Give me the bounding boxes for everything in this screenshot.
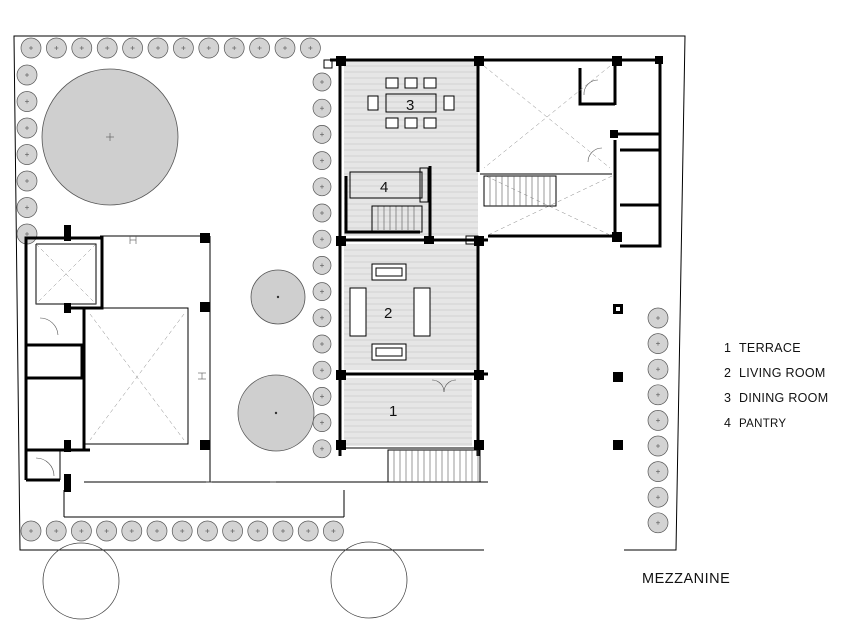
canopy-trees	[41, 68, 408, 620]
tree	[71, 520, 92, 542]
tree	[198, 37, 220, 59]
room-legend: 1 TERRACE 2 LIVING ROOM 3 DINING ROOM 4 …	[724, 341, 828, 430]
tree	[20, 37, 42, 59]
tree	[647, 358, 669, 380]
legend-num-2: 2	[724, 366, 731, 380]
room-tag-dining: 3	[406, 97, 414, 114]
tree	[16, 170, 38, 192]
tree	[272, 520, 294, 542]
tree	[312, 439, 332, 459]
tree	[312, 151, 332, 170]
tree	[16, 197, 38, 218]
legend-num-4: 4	[724, 416, 731, 430]
legend-name-living-room: LIVING ROOM	[739, 366, 826, 380]
legend-name-terrace: TERRACE	[739, 341, 801, 355]
tree	[147, 37, 169, 59]
tree	[297, 520, 319, 542]
drawing-title: MEZZANINE	[642, 571, 730, 587]
stairs	[371, 176, 551, 233]
tree	[197, 520, 218, 542]
tree	[647, 435, 669, 457]
tree	[96, 520, 117, 542]
tree	[274, 37, 296, 59]
tree	[16, 91, 38, 112]
tree	[96, 37, 118, 59]
tree	[323, 520, 344, 542]
legend-name-dining-room: DINING ROOM	[739, 391, 828, 405]
legend-name-pantry: PANTRY	[739, 418, 786, 430]
tree	[312, 282, 332, 301]
tree	[247, 520, 269, 542]
legend-num-1: 1	[724, 341, 731, 355]
tree	[146, 520, 168, 542]
tree	[300, 37, 321, 59]
tree	[312, 308, 332, 328]
tree	[312, 229, 332, 249]
tree	[312, 72, 332, 92]
tree	[16, 144, 38, 165]
tree	[312, 360, 332, 380]
tree	[647, 384, 669, 406]
tree	[647, 512, 669, 534]
living-furniture	[349, 263, 431, 361]
tree	[312, 98, 332, 118]
tree	[647, 461, 669, 482]
tree-rows	[16, 37, 669, 542]
floor-planks	[344, 65, 478, 445]
tree	[122, 37, 143, 59]
tree	[20, 520, 42, 542]
tree	[312, 387, 332, 406]
room-tag-pantry: 4	[380, 179, 388, 196]
tree	[16, 117, 38, 139]
tree	[312, 256, 332, 275]
site-columns	[613, 304, 623, 450]
dining-table	[367, 77, 455, 129]
tree	[312, 177, 332, 197]
pantry-counter	[349, 167, 429, 203]
tree	[312, 334, 332, 354]
terrace-steps	[387, 449, 481, 483]
room-tag-terrace: 1	[389, 403, 397, 420]
tree	[223, 37, 245, 59]
main-house	[323, 56, 663, 483]
room-tag-living: 2	[384, 305, 392, 322]
tree	[46, 37, 67, 59]
tree	[71, 37, 93, 59]
tree	[222, 520, 243, 542]
tree	[312, 203, 332, 223]
tree	[171, 520, 193, 542]
tree	[121, 520, 143, 542]
tree	[45, 520, 67, 542]
tree	[16, 64, 38, 86]
tree	[647, 486, 669, 508]
tree	[173, 37, 194, 59]
tree	[647, 410, 669, 431]
tree	[312, 125, 332, 144]
tree	[249, 37, 270, 59]
site-boundary	[13, 35, 686, 551]
tree	[312, 413, 332, 432]
legend-num-3: 3	[724, 391, 731, 405]
tree	[647, 307, 669, 329]
left-building	[24, 225, 488, 518]
tree	[647, 333, 669, 354]
